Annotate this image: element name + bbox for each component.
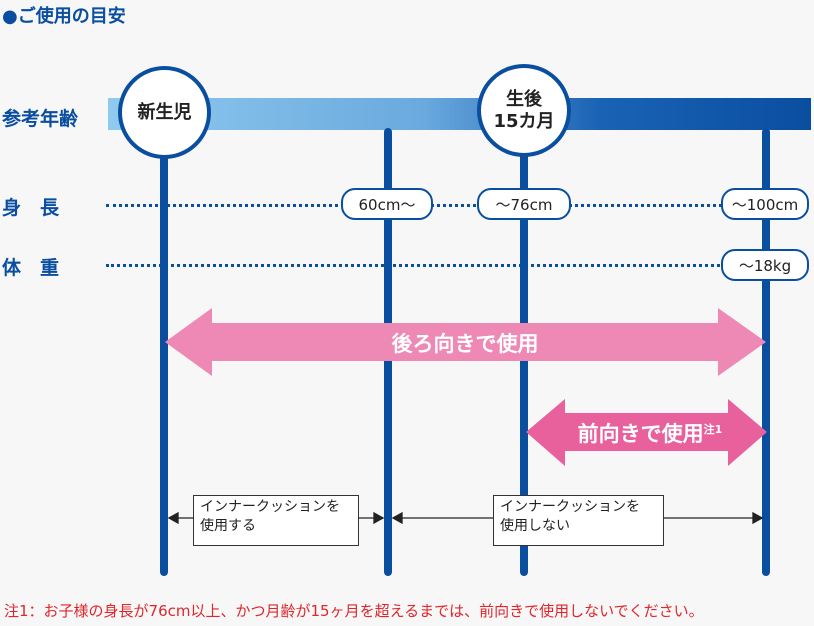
diagram-title: ●ご使用の目安: [2, 6, 126, 27]
weight-mark-18: 〜18kg: [721, 249, 809, 281]
cushion-nouse-line2: 使用しない: [500, 517, 570, 534]
m15-label-line1: 生後: [506, 88, 542, 110]
inner-cushion-nouse-box: インナークッションを 使用しない: [493, 495, 664, 546]
inner-cushion-use-box: インナークッションを 使用する: [193, 495, 359, 546]
row-label-height: 身 長: [2, 197, 60, 219]
rear-facing-arrow: [165, 308, 766, 376]
row-label-weight: 体 重: [2, 257, 60, 279]
age-gradient-bar: [108, 98, 811, 130]
rear-facing-label: 後ろ向きで使用: [391, 332, 539, 356]
timeline-100cm: [762, 128, 770, 576]
height-mark-100: 〜100cm: [721, 188, 809, 220]
cushion-nouse-line1: インナークッションを: [500, 499, 640, 515]
height-dotted-line: [106, 204, 806, 207]
cushion-use-line2: 使用する: [200, 517, 256, 534]
row-label-age: 参考年齢: [2, 108, 79, 130]
weight-dotted-line: [106, 264, 726, 267]
milestone-newborn: 新生児: [118, 66, 211, 159]
cushion-use-line1: インナークッションを: [200, 499, 340, 515]
m15-label-line2: 15カ月: [493, 110, 555, 132]
height-mark-76: 〜76cm: [477, 188, 571, 220]
forward-facing-arrow: [526, 399, 767, 466]
timeline-newborn: [160, 128, 168, 576]
forward-facing-label: 前向きで使用注1: [577, 422, 723, 446]
height-mark-60: 60cm〜: [341, 188, 433, 220]
note-mark: 注1: [703, 423, 723, 436]
newborn-label: 新生児: [137, 101, 192, 123]
footnote: 注1：お子様の身長が76cm以上、かつ月齢が15ヶ月を超えるまでは、前向きで使用…: [4, 602, 704, 620]
